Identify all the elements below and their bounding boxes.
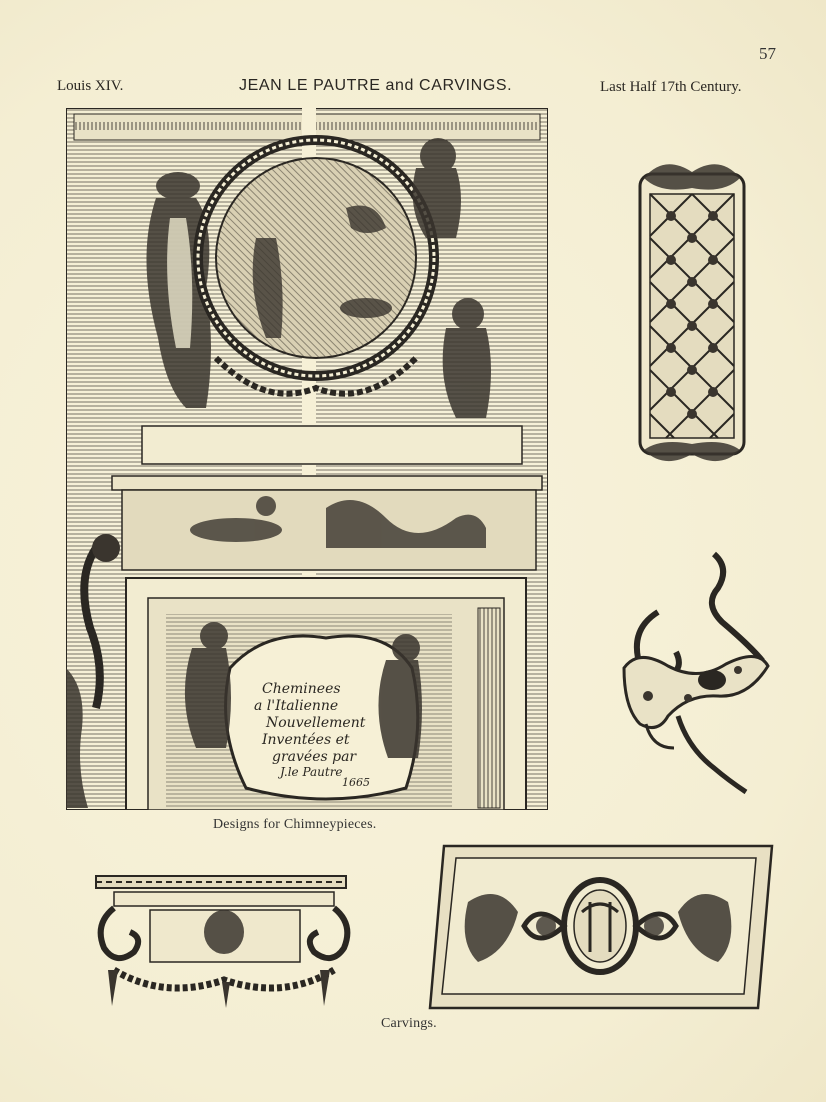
console-bracket-carving: [95, 875, 351, 1008]
lattice-panel-carving: [638, 164, 746, 462]
scroll-ornament-carving: [622, 551, 770, 795]
chimneypiece-engraving: Cheminees a l'Italienne Nouvellement Inv…: [66, 108, 548, 810]
framed-panel-carving: [428, 844, 774, 1010]
page-number: 57: [759, 44, 776, 63]
header-date: Last Half 17th Century.: [600, 79, 742, 95]
inscription-line: Nouvellement: [265, 715, 366, 731]
header-title: JEAN LE PAUTRE and CARVINGS.: [239, 77, 513, 94]
cartouche-inscription: Cheminees a l'Italienne Nouvellement Inv…: [254, 681, 370, 789]
inscription-line: 1665: [342, 776, 370, 789]
chimneypiece-caption: Designs for Chimneypieces.: [213, 817, 377, 832]
inscription-line: J.le Pautre: [277, 765, 343, 779]
header-period: Louis XIV.: [57, 78, 124, 94]
inscription-line: Cheminees: [262, 681, 341, 697]
inscription-line: Inventées et: [261, 732, 350, 748]
carvings-caption: Carvings.: [381, 1016, 437, 1031]
inscription-line: gravées par: [272, 749, 357, 765]
inscription-line: a l'Italienne: [254, 698, 338, 714]
